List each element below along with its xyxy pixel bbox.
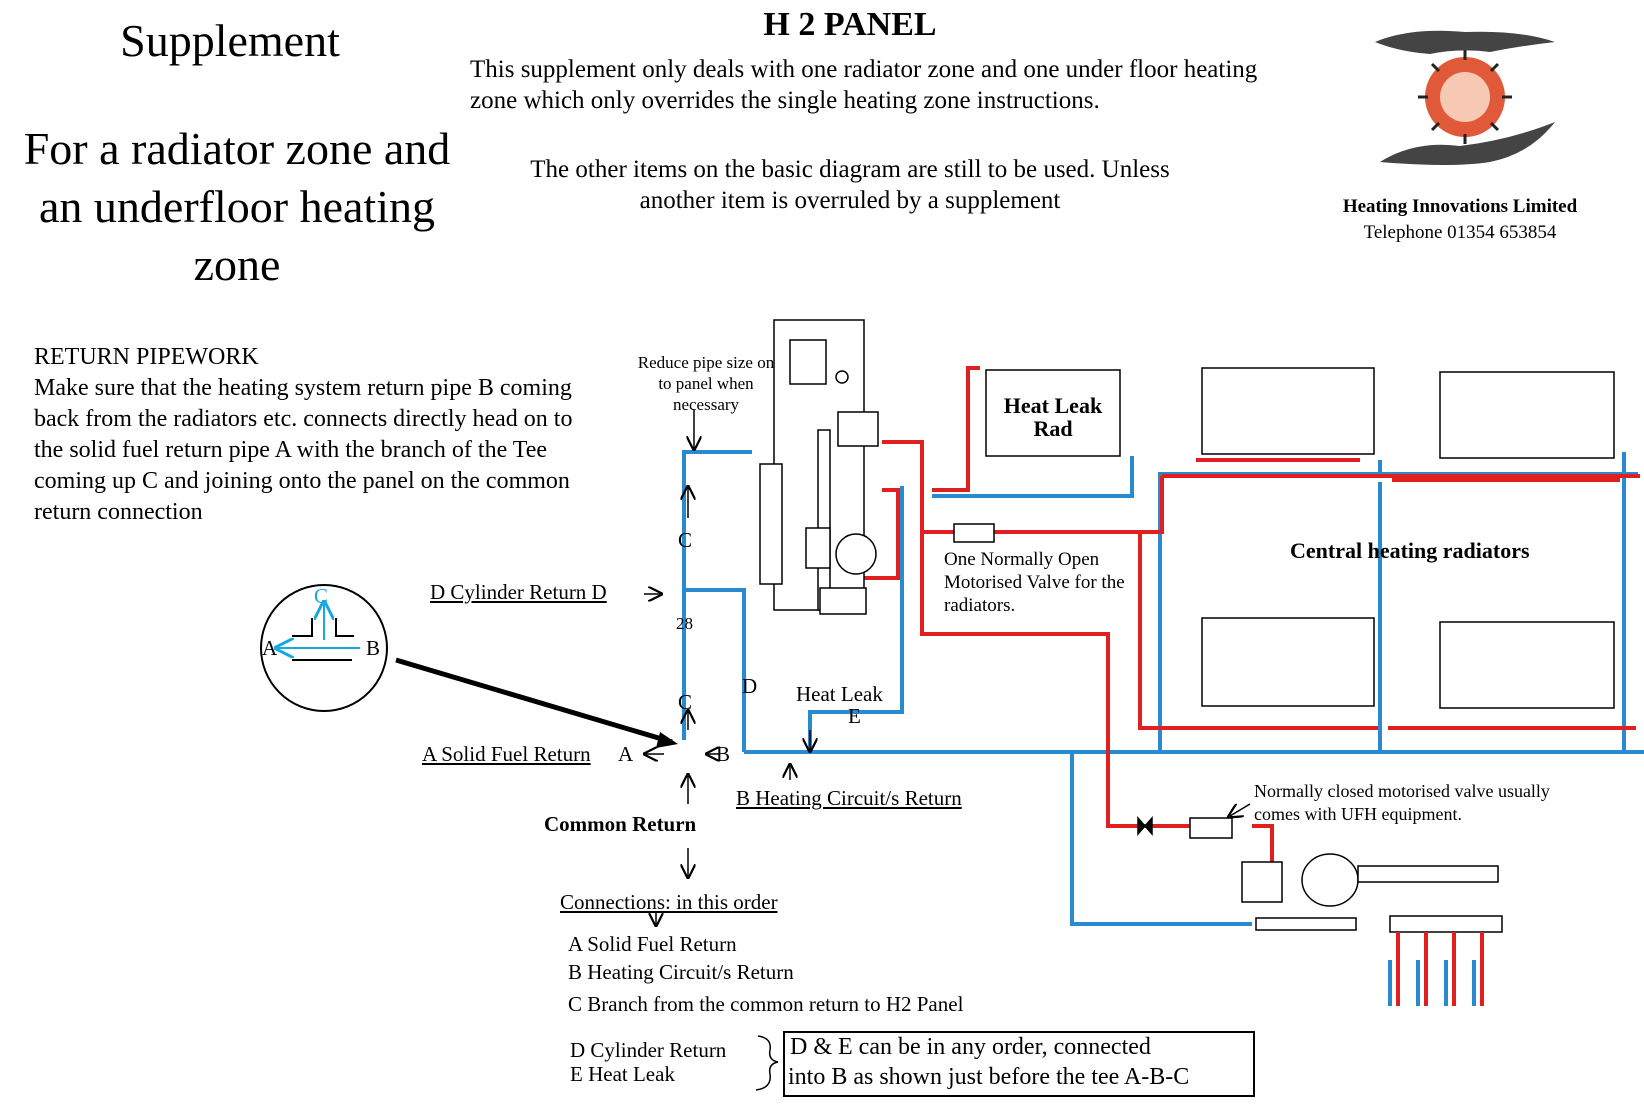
pipe-c-upper-label: C xyxy=(678,528,693,552)
tee-detail-c: C xyxy=(314,584,329,608)
tee-detail-b: B xyxy=(366,636,381,660)
return-pipework-body: Make sure that the heating system return… xyxy=(34,375,573,525)
h2-panel-unit xyxy=(759,319,879,615)
annotation-arrows xyxy=(644,410,1251,924)
intro-text: This supplement only deals with one radi… xyxy=(470,56,1258,114)
brace xyxy=(755,1035,779,1091)
cylinder-return-label: D Cylinder Return D xyxy=(430,580,607,604)
supplement-title: Supplement xyxy=(120,15,340,66)
connection-item-b: B Heating Circuit/s Return xyxy=(568,960,794,984)
open-valve-label: One Normally Open Motorised Valve for th… xyxy=(944,549,1125,616)
common-return-label: Common Return xyxy=(544,812,697,836)
reduce-pipe-label: Reduce pipe size on to panel when necess… xyxy=(637,353,775,414)
connection-group-e: E Heat Leak xyxy=(570,1062,675,1086)
motorised-valves xyxy=(953,523,1233,839)
closed-valve-label: Normally closed motorised valve usually … xyxy=(1254,781,1550,824)
tee-detail-a: A xyxy=(262,636,278,660)
connection-group-d: D Cylinder Return xyxy=(570,1038,727,1062)
solid-fuel-return-label: A Solid Fuel Return xyxy=(422,742,591,766)
note-line-1: D & E can be in any order, connected xyxy=(790,1034,1151,1060)
overrule-note: The other items on the basic diagram are… xyxy=(530,156,1170,214)
connection-item-c: C Branch from the common return to H2 Pa… xyxy=(568,992,964,1016)
flow-pipes xyxy=(848,366,1640,862)
company-phone: Telephone 01354 653854 xyxy=(1363,222,1557,243)
supplement-subtitle: For a radiator zone and an underfloor he… xyxy=(23,123,451,290)
pipe-e-label: E xyxy=(848,704,861,728)
note-box xyxy=(783,1031,1255,1097)
hands-flame-logo-icon xyxy=(1375,30,1555,165)
pipe-c-lower-label: C xyxy=(678,690,693,714)
pipe-d-label: D xyxy=(742,674,758,698)
tee-pointer-arrow xyxy=(395,657,673,745)
tee-detail xyxy=(260,584,388,712)
pipe-size-label: 28 xyxy=(676,614,693,633)
ufh-loops xyxy=(1388,932,1484,1006)
return-pipework-heading: RETURN PIPEWORK xyxy=(34,344,259,370)
panel-title: H 2 PANEL xyxy=(763,6,937,43)
central-heating-label: Central heating radiators xyxy=(1290,538,1530,563)
tee-a-label: A xyxy=(618,742,634,766)
heating-circuit-return-label: B Heating Circuit/s Return xyxy=(736,786,962,810)
connection-item-a: A Solid Fuel Return xyxy=(568,932,737,956)
ufh-manifold xyxy=(1241,853,1503,933)
tee-b-label: B xyxy=(716,742,731,766)
connections-heading: Connections: in this order xyxy=(560,890,778,914)
company-name: Heating Innovations Limited xyxy=(1342,196,1578,217)
radiators xyxy=(985,367,1615,709)
heat-leak-rad-label: Heat Leak Rad xyxy=(1003,393,1103,441)
heat-leak-label: Heat Leak xyxy=(796,682,883,706)
note-line-2: into B as shown just before the tee A-B-… xyxy=(788,1064,1190,1090)
